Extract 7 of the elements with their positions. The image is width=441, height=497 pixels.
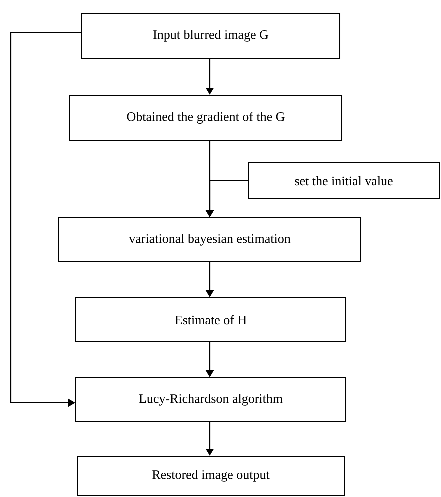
process-box: set the initial value (248, 162, 440, 200)
process-box: variational bayesian estimation (58, 218, 362, 262)
process-box: Input blurred image G (82, 13, 340, 59)
process-box: Restored image output (77, 456, 345, 496)
process-box: Estimate of H (76, 298, 346, 342)
process-box: Obtained the gradient of the G (70, 95, 342, 141)
process-box: Lucy-Richardson algorithm (76, 378, 346, 422)
